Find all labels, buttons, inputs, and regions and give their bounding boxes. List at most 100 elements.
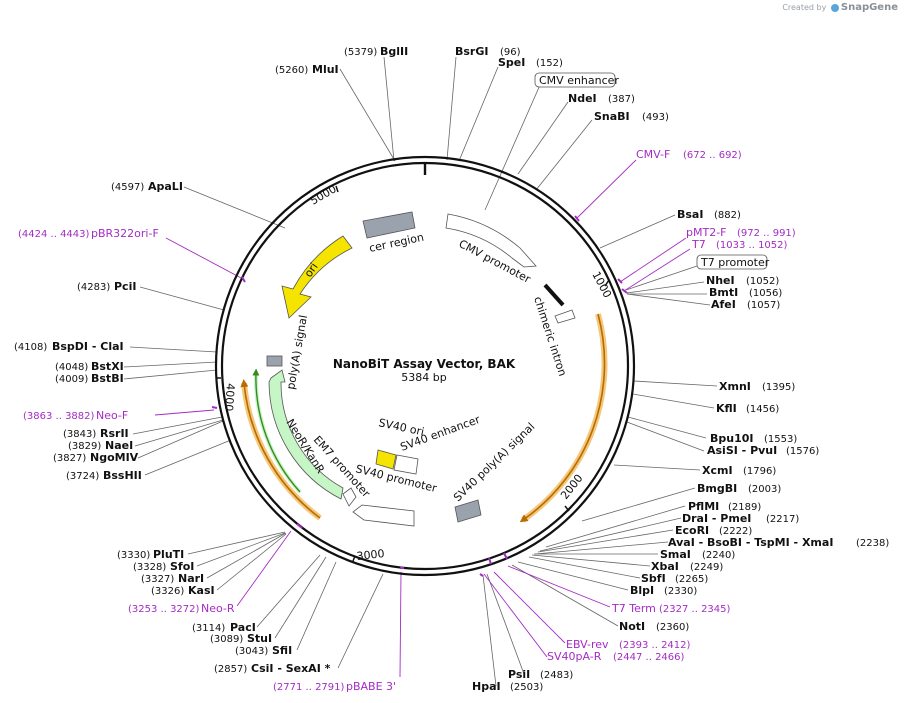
leader-bsrgi xyxy=(446,56,457,161)
primer-name-ebv-rev: EBV-rev xyxy=(566,638,609,651)
leader-nari xyxy=(206,532,287,579)
site-name-bmgbi: BmgBI xyxy=(697,482,737,495)
leader-lines xyxy=(123,56,718,687)
site-pos-drai: (2217) xyxy=(766,514,799,525)
site-name-asisi: AsiSI - PvuI xyxy=(707,444,777,457)
primer-range-ebv-rev: (2393 .. 2412) xyxy=(619,640,691,651)
site-pos-ecori: (2222) xyxy=(719,526,752,537)
tick-label-3000: 3000 xyxy=(356,547,385,563)
credit-prefix: Created by xyxy=(782,3,827,12)
snapgene-logo-icon xyxy=(830,3,839,12)
primer-leader-lines xyxy=(154,159,691,678)
leader-mlui xyxy=(339,68,396,162)
site-pos-bstxi: (4048) xyxy=(55,362,88,373)
site-name-pluti: PluTI xyxy=(153,548,184,561)
site-name-hpai: HpaI xyxy=(472,680,501,693)
site-pos-spei: (152) xyxy=(536,58,563,69)
feature-neor-kanr xyxy=(268,369,344,500)
site-name-drai: DraI - PmeI xyxy=(682,512,751,525)
site-pos-sbfi: (2265) xyxy=(675,574,708,585)
leader-bstbi xyxy=(123,369,218,380)
leader-cmv-f xyxy=(576,159,637,219)
leader-bmgbi xyxy=(581,487,696,522)
site-pos-hpai: (2503) xyxy=(510,682,543,693)
leader-xbai xyxy=(531,554,651,567)
leader-xcmi xyxy=(613,464,701,471)
site-name-mlui: MluI xyxy=(312,63,339,76)
site-pos-pcii: (4283) xyxy=(77,282,110,293)
site-pos-sfoi: (3328) xyxy=(133,562,166,573)
site-pos-paci: (3114) xyxy=(192,623,225,634)
primer-name-t7: T7 xyxy=(691,238,706,251)
feature-cer-region xyxy=(362,211,416,239)
leader-bsai xyxy=(599,214,676,249)
site-pos-bglii: (5379) xyxy=(344,47,377,58)
site-name-snabi: SnaBI xyxy=(594,110,630,123)
leader-pmt2-f xyxy=(619,237,687,283)
leader-snabi xyxy=(535,119,593,191)
boxed-cmv-enhancer-label: CMV enhancer xyxy=(539,74,619,87)
site-pos-csii: (2857) xyxy=(214,664,247,675)
leader-neo-r xyxy=(236,530,292,607)
site-pos-kasi: (3326) xyxy=(151,586,184,597)
site-pos-apali: (4597) xyxy=(111,182,144,193)
feature-cmv-promoter xyxy=(445,213,537,268)
boxed-t7-promoter: T7 promoter xyxy=(696,254,770,270)
site-name-pflmi: PflMI xyxy=(688,500,719,513)
site-pos-afei: (1057) xyxy=(747,300,780,311)
leader-sbfi xyxy=(528,556,641,579)
primer-name-pbabe3: pBABE 3' xyxy=(346,680,396,693)
site-pos-smai: (2240) xyxy=(702,550,735,561)
primer-marks xyxy=(211,215,628,577)
leader-pflmi xyxy=(545,505,686,548)
primer-name-neo-f: Neo-F xyxy=(96,409,128,422)
leader-pbabe3 xyxy=(399,571,402,678)
primer-range-neo-f: (3863 .. 3882) xyxy=(23,411,95,422)
site-name-noti: NotI xyxy=(619,620,645,633)
primer-range-cmv-f: (672 .. 692) xyxy=(683,150,742,161)
site-pos-xbai: (2249) xyxy=(690,562,723,573)
leader-paci xyxy=(256,554,321,628)
site-name-bpu10i: Bpu10I xyxy=(710,432,754,445)
leader-kfli xyxy=(632,393,715,409)
site-pos-kfli: (1456) xyxy=(746,404,779,415)
orf-arc-left-line xyxy=(240,379,321,519)
tick-label-4000: 4000 xyxy=(222,383,237,412)
site-name-avai: AvaI - BsoBI - TspMI - XmaI xyxy=(668,536,833,549)
site-name-ngomiv: NgoMIV xyxy=(90,451,139,464)
site-name-nari: NarI xyxy=(178,572,204,585)
site-name-xmni: XmnI xyxy=(719,380,751,393)
plasmid-size: 5384 bp xyxy=(401,371,446,384)
leader-t7promoter xyxy=(625,264,701,291)
site-name-pcii: PciI xyxy=(114,280,136,293)
leader-stui xyxy=(274,556,327,639)
primer-name-t7-term: T7 Term xyxy=(611,602,656,615)
leader-ndei xyxy=(517,101,569,175)
site-pos-pflmi: (2189) xyxy=(728,502,761,513)
feature-chimeric-intron-box xyxy=(554,309,576,324)
leader-xmni xyxy=(633,380,718,387)
site-name-ndei: NdeI xyxy=(568,92,597,105)
site-name-apali: ApaLI xyxy=(148,180,183,193)
site-name-bstxi: BstXI xyxy=(91,360,124,373)
site-pos-asisi: (1576) xyxy=(786,446,819,457)
leader-nhei xyxy=(626,281,705,294)
leader-bspdi xyxy=(129,346,218,353)
leader-ecori xyxy=(537,529,674,553)
site-name-bmti: BmtI xyxy=(709,286,738,299)
site-pos-xmni: (1395) xyxy=(762,382,795,393)
leader-ebv-rev xyxy=(493,571,566,644)
site-name-afei: AfeI xyxy=(711,298,736,311)
primer-name-cmv-f: CMV-F xyxy=(636,148,670,161)
leader-avai xyxy=(534,541,669,555)
site-name-bsrgi: BsrGI xyxy=(455,45,488,58)
site-name-bstbi: BstBI xyxy=(91,372,124,385)
label-chimeric-intron: chimeric intron xyxy=(531,295,569,378)
leader-sv40pa-r xyxy=(483,573,548,658)
primer-name-neo-r: Neo-R xyxy=(201,602,235,615)
site-pos-ndei: (387) xyxy=(608,94,635,105)
site-name-csii: CsiI - SexAI * xyxy=(251,662,331,675)
site-pos-nari: (3327) xyxy=(141,574,174,585)
site-pos-bmti: (1056) xyxy=(749,288,782,299)
site-pos-bspdi: (4108) xyxy=(14,342,47,353)
